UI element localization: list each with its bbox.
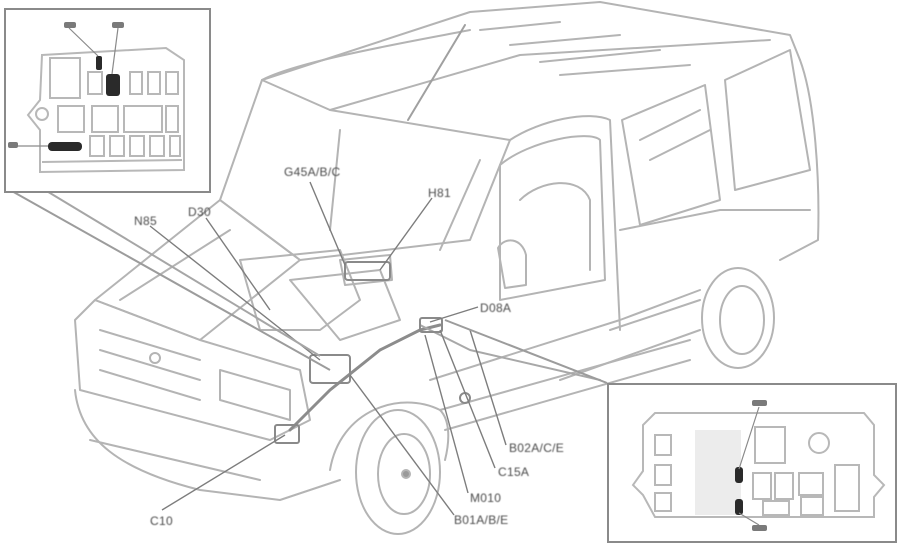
- callout-d30: D30: [188, 205, 211, 219]
- callout-c10: C10: [150, 514, 173, 528]
- callout-m010: M010: [470, 491, 502, 505]
- fuse-box-drawing: [8, 22, 185, 174]
- callout-b02ace: B02A/C/E: [509, 441, 565, 455]
- dashboard-fuse-box-inset: [607, 383, 897, 543]
- callout-h81: H81: [428, 186, 451, 200]
- engine-fuse-box-inset: [4, 8, 211, 193]
- callout-n85: N85: [134, 214, 157, 228]
- callout-b01abe: B01A/B/E: [454, 513, 509, 527]
- callout-c15a: C15A: [498, 465, 530, 479]
- callout-d08a: D08A: [480, 301, 512, 315]
- callout-g45abc: G45A/B/C: [284, 165, 341, 179]
- dashboard-fuse-box-drawing: [631, 400, 886, 531]
